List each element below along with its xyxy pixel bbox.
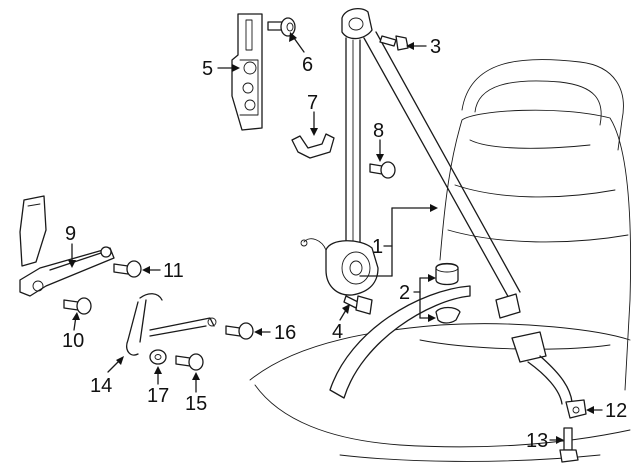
- callout-13: 13: [526, 430, 548, 452]
- buckle-assembly: [19, 195, 115, 297]
- height-adjuster-bracket: [231, 13, 263, 131]
- callout-numbers: 5 6 3 7 8 1 2 4 9 11 10 16 14 17 15 12 1…: [62, 36, 627, 452]
- callout-2: 2: [399, 282, 410, 304]
- bolt-11: [113, 260, 142, 278]
- bolt-4: [343, 295, 373, 315]
- seat-outline: [249, 59, 632, 462]
- callout-5: 5: [202, 58, 213, 80]
- callout-7: 7: [307, 92, 318, 114]
- callout-4: 4: [332, 321, 343, 343]
- callout-17: 17: [147, 385, 169, 407]
- callout-3: 3: [430, 36, 441, 58]
- callout-12: 12: [605, 400, 627, 422]
- anchor-rail: [329, 262, 471, 399]
- wire-harness: [126, 293, 217, 356]
- washer-17: [149, 349, 167, 365]
- callout-8: 8: [373, 120, 384, 142]
- clip-7: [291, 133, 335, 159]
- callout-15: 15: [185, 393, 207, 415]
- bolt-8: [369, 161, 396, 179]
- bolt-15: [175, 353, 204, 371]
- callout-6: 6: [302, 54, 313, 76]
- callout-9: 9: [65, 223, 76, 245]
- callout-14: 14: [90, 375, 112, 397]
- callout-11: 11: [163, 260, 184, 282]
- seat-belt-retractor: [300, 7, 573, 405]
- bracket-12: [565, 399, 587, 419]
- bolt-3: [379, 35, 409, 51]
- callout-16: 16: [274, 322, 296, 344]
- leader-lines: [68, 32, 603, 444]
- bolt-13: [559, 427, 579, 463]
- callout-1: 1: [372, 236, 383, 258]
- callout-10: 10: [62, 330, 84, 352]
- bolt-16: [225, 322, 254, 340]
- bolt-10: [63, 297, 92, 315]
- bolt-6: [267, 17, 296, 37]
